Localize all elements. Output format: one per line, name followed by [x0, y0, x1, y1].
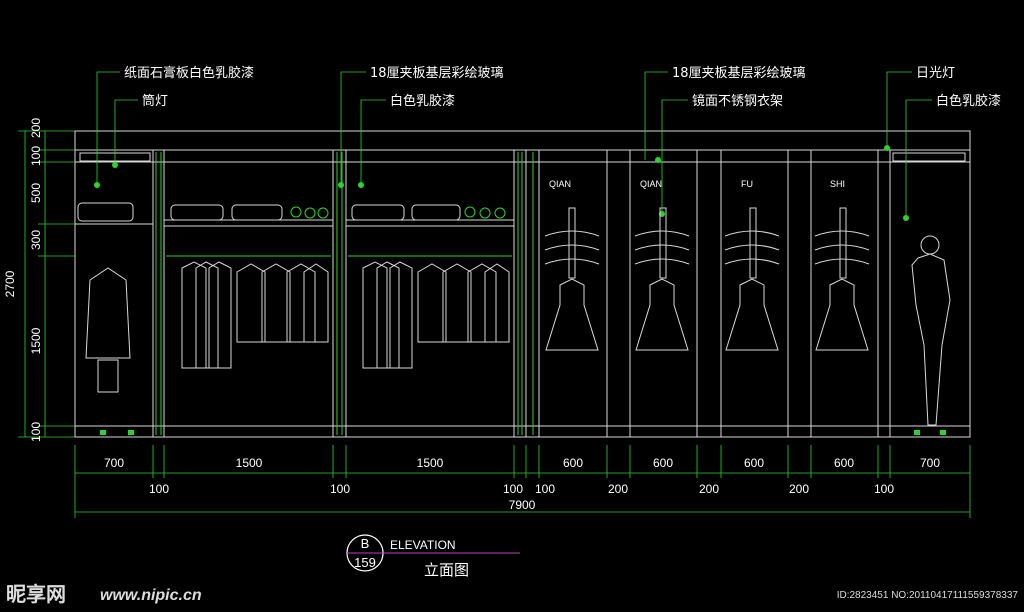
hgap-100-c: 100 [503, 482, 523, 496]
hgap-100-a: 100 [149, 482, 169, 496]
panel-tag-qian-1: QIAN [549, 179, 571, 189]
watermark-url: www.nipic.cn [100, 587, 202, 604]
vdim-500: 500 [29, 183, 43, 203]
vdim-100-top: 100 [29, 146, 43, 166]
callout-steel-rack: 镜面不锈钢衣架 [692, 93, 783, 109]
hgap-200-a: 200 [608, 482, 628, 496]
callout-painted-glass-2: 18厘夹板基层彩绘玻璃 [672, 66, 806, 81]
title-number: 159 [354, 555, 376, 570]
hgap-200-b: 200 [699, 482, 719, 496]
callout-gypsum-board: 纸面石膏板白色乳胶漆 [124, 65, 254, 81]
hdim-600-b: 600 [653, 456, 673, 470]
hdim-700-left: 700 [104, 456, 124, 470]
hgap-200-c: 200 [789, 482, 809, 496]
callout-white-latex-1: 白色乳胶漆 [390, 93, 455, 109]
title-letter: B [361, 536, 370, 551]
callout-leaders [96, 71, 932, 218]
callout-labels: 纸面石膏板白色乳胶漆 筒灯 18厘夹板基层彩绘玻璃 白色乳胶漆 18厘夹板基层彩… [124, 65, 1001, 109]
title-heading: ELEVATION [390, 538, 456, 552]
callout-painted-glass-1: 18厘夹板基层彩绘玻璃 [370, 66, 504, 81]
hdim-1500-a: 1500 [236, 456, 263, 470]
vdim-total-2700: 2700 [3, 270, 17, 297]
hdim-total-7900: 7900 [509, 498, 536, 512]
vdim-1500: 1500 [29, 327, 43, 354]
vertical-dimensions: 200 100 500 300 1500 100 2700 [3, 118, 75, 442]
cabinet-frame [74, 130, 971, 438]
callout-white-latex-2: 白色乳胶漆 [936, 93, 1001, 109]
hgap-100-b: 100 [330, 482, 350, 496]
hdim-600-d: 600 [834, 456, 854, 470]
callout-downlight: 筒灯 [142, 93, 168, 109]
title-block: B 159 ELEVATION 立面图 [346, 534, 520, 579]
hdim-700-right: 700 [920, 456, 940, 470]
fixtures [77, 145, 951, 435]
hdim-600-a: 600 [563, 456, 583, 470]
hgap-100-e: 100 [874, 482, 894, 496]
watermark-brand: 昵享网 [6, 582, 66, 606]
panel-tag-shi: SHI [830, 179, 845, 189]
vdim-300: 300 [29, 230, 43, 250]
title-subtitle: 立面图 [424, 561, 469, 579]
watermark-id: ID:2823451 NO:20110417111559378337 [837, 590, 1019, 601]
vdim-100-bottom: 100 [29, 422, 43, 442]
vdim-200: 200 [29, 118, 43, 138]
callout-fluorescent-light: 日光灯 [916, 66, 955, 81]
panel-tag-fu: FU [741, 179, 753, 189]
hgap-100-d: 100 [535, 482, 555, 496]
hdim-600-c: 600 [744, 456, 764, 470]
watermark: 昵享网 www.nipic.cn ID:2823451 NO:201104171… [6, 582, 1018, 606]
horizontal-dimensions: 700 1500 1500 600 600 600 600 700 100 10… [74, 445, 971, 518]
hdim-1500-b: 1500 [417, 456, 444, 470]
panel-tags: QIAN QIAN FU SHI [549, 179, 845, 189]
panel-tag-qian-2: QIAN [640, 179, 662, 189]
